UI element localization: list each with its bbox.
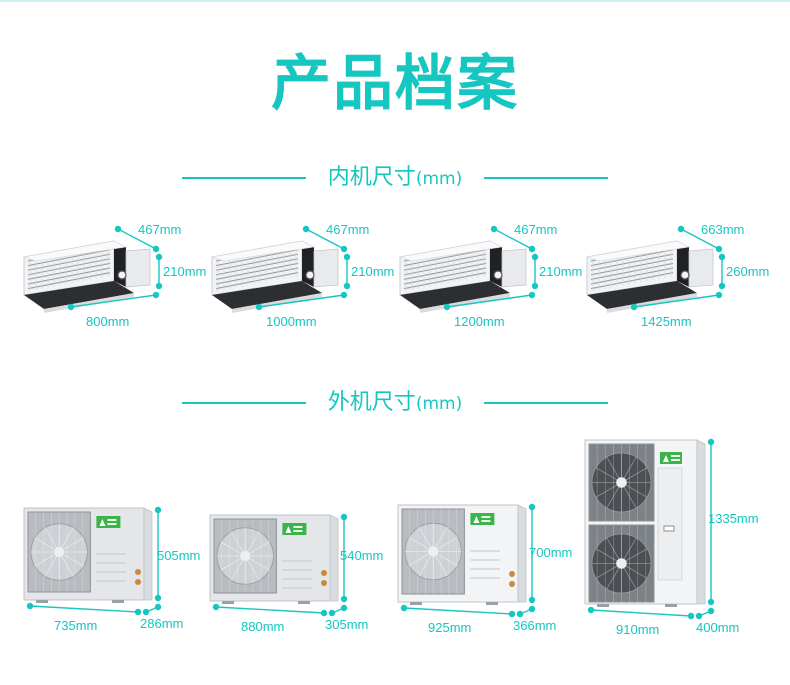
depth-label: 467mm [326, 222, 370, 237]
depth-dimension-line [114, 225, 160, 253]
height-label: 700mm [529, 545, 573, 560]
depth-dimension-line [142, 603, 162, 616]
depth-dimension-line [516, 605, 536, 618]
height-dimension-line [531, 253, 539, 290]
outdoor-unit: 700mm 925mm 366mm [396, 503, 586, 656]
width-dimension-line [67, 291, 160, 311]
indoor-heading-label: 内机尺寸(mm) [310, 163, 480, 194]
depth-label: 400mm [696, 620, 740, 635]
width-label: 925mm [428, 620, 472, 635]
brand-logo-icon [285, 526, 292, 533]
width-dimension-line [443, 291, 536, 311]
height-dimension-line [340, 513, 348, 603]
width-label: 1200mm [454, 314, 505, 329]
width-dimension-line [26, 602, 142, 616]
height-dimension-line [718, 253, 726, 290]
ducted-indoor-unit-illustration [399, 225, 539, 313]
height-dimension-line [155, 253, 163, 290]
indoor-section-heading: 内机尺寸(mm) [0, 163, 790, 193]
indoor-unit: 467mm 210mm 800mm [22, 215, 212, 335]
depth-label: 467mm [138, 222, 182, 237]
brand-badge [659, 452, 682, 464]
outdoor-unit-illustration [209, 513, 348, 617]
height-dimension-line [528, 503, 536, 604]
outdoor-unit: 505mm 735mm 286mm [22, 506, 212, 654]
height-label: 540mm [340, 548, 384, 563]
outdoor-unit-illustration [584, 438, 715, 620]
depth-dimension-line [302, 225, 348, 253]
indoor-unit: 467mm 210mm 1000mm [210, 215, 400, 335]
divider-line-left [182, 177, 306, 179]
height-label: 210mm [163, 264, 207, 279]
width-dimension-line [587, 606, 695, 620]
depth-dimension-line [695, 607, 715, 620]
depth-label: 366mm [513, 618, 557, 633]
brand-logo-icon [662, 455, 669, 462]
width-label: 1000mm [266, 314, 317, 329]
width-label: 910mm [616, 622, 660, 637]
height-label: 210mm [351, 264, 395, 279]
divider-line-right [484, 177, 608, 179]
outdoor-section-heading: 外机尺寸(mm) [0, 388, 790, 418]
brand-badge [282, 523, 307, 535]
depth-label: 467mm [514, 222, 558, 237]
width-label: 800mm [86, 314, 130, 329]
height-dimension-line [707, 438, 715, 606]
top-accent-line [0, 0, 790, 2]
ducted-indoor-unit-illustration [586, 225, 726, 313]
width-label: 735mm [54, 618, 98, 633]
depth-label: 663mm [701, 222, 745, 237]
ducted-indoor-unit-illustration [211, 225, 351, 313]
depth-dimension-line [490, 225, 536, 253]
width-label: 1425mm [641, 314, 692, 329]
width-dimension-line [212, 603, 328, 617]
height-label: 210mm [539, 264, 583, 279]
indoor-heading-text: 内机尺寸 [327, 165, 416, 190]
height-label: 1335mm [708, 511, 759, 526]
brand-logo-icon [473, 516, 480, 523]
divider-line-left [182, 402, 306, 404]
outdoor-heading-unit: (mm) [415, 394, 463, 414]
brand-badge [470, 513, 495, 525]
outdoor-unit: 540mm 880mm 305mm [208, 513, 398, 655]
depth-dimension-line [328, 604, 348, 617]
outdoor-heading-text: 外机尺寸 [327, 390, 416, 415]
height-label: 505mm [157, 548, 201, 563]
height-dimension-line [154, 506, 162, 602]
outdoor-unit-illustration [397, 503, 536, 618]
width-dimension-line [255, 291, 348, 311]
ducted-indoor-unit-illustration [23, 225, 163, 313]
outdoor-unit: 1335mm 910mm 400mm [583, 438, 773, 658]
outdoor-unit-illustration [23, 506, 162, 616]
width-dimension-line [400, 604, 516, 618]
outdoor-heading-label: 外机尺寸(mm) [310, 388, 480, 419]
indoor-unit: 663mm 260mm 1425mm [585, 215, 775, 335]
indoor-heading-unit: (mm) [415, 169, 463, 189]
depth-label: 286mm [140, 616, 184, 631]
width-label: 880mm [241, 619, 285, 634]
height-label: 260mm [726, 264, 770, 279]
height-dimension-line [343, 253, 351, 290]
depth-dimension-line [677, 225, 723, 253]
page-title: 产品档案 [271, 49, 519, 119]
brand-logo-icon [99, 519, 106, 526]
width-dimension-line [630, 291, 723, 311]
brand-badge [96, 516, 121, 528]
depth-label: 305mm [325, 617, 369, 632]
divider-line-right [484, 402, 608, 404]
indoor-unit: 467mm 210mm 1200mm [398, 215, 588, 335]
